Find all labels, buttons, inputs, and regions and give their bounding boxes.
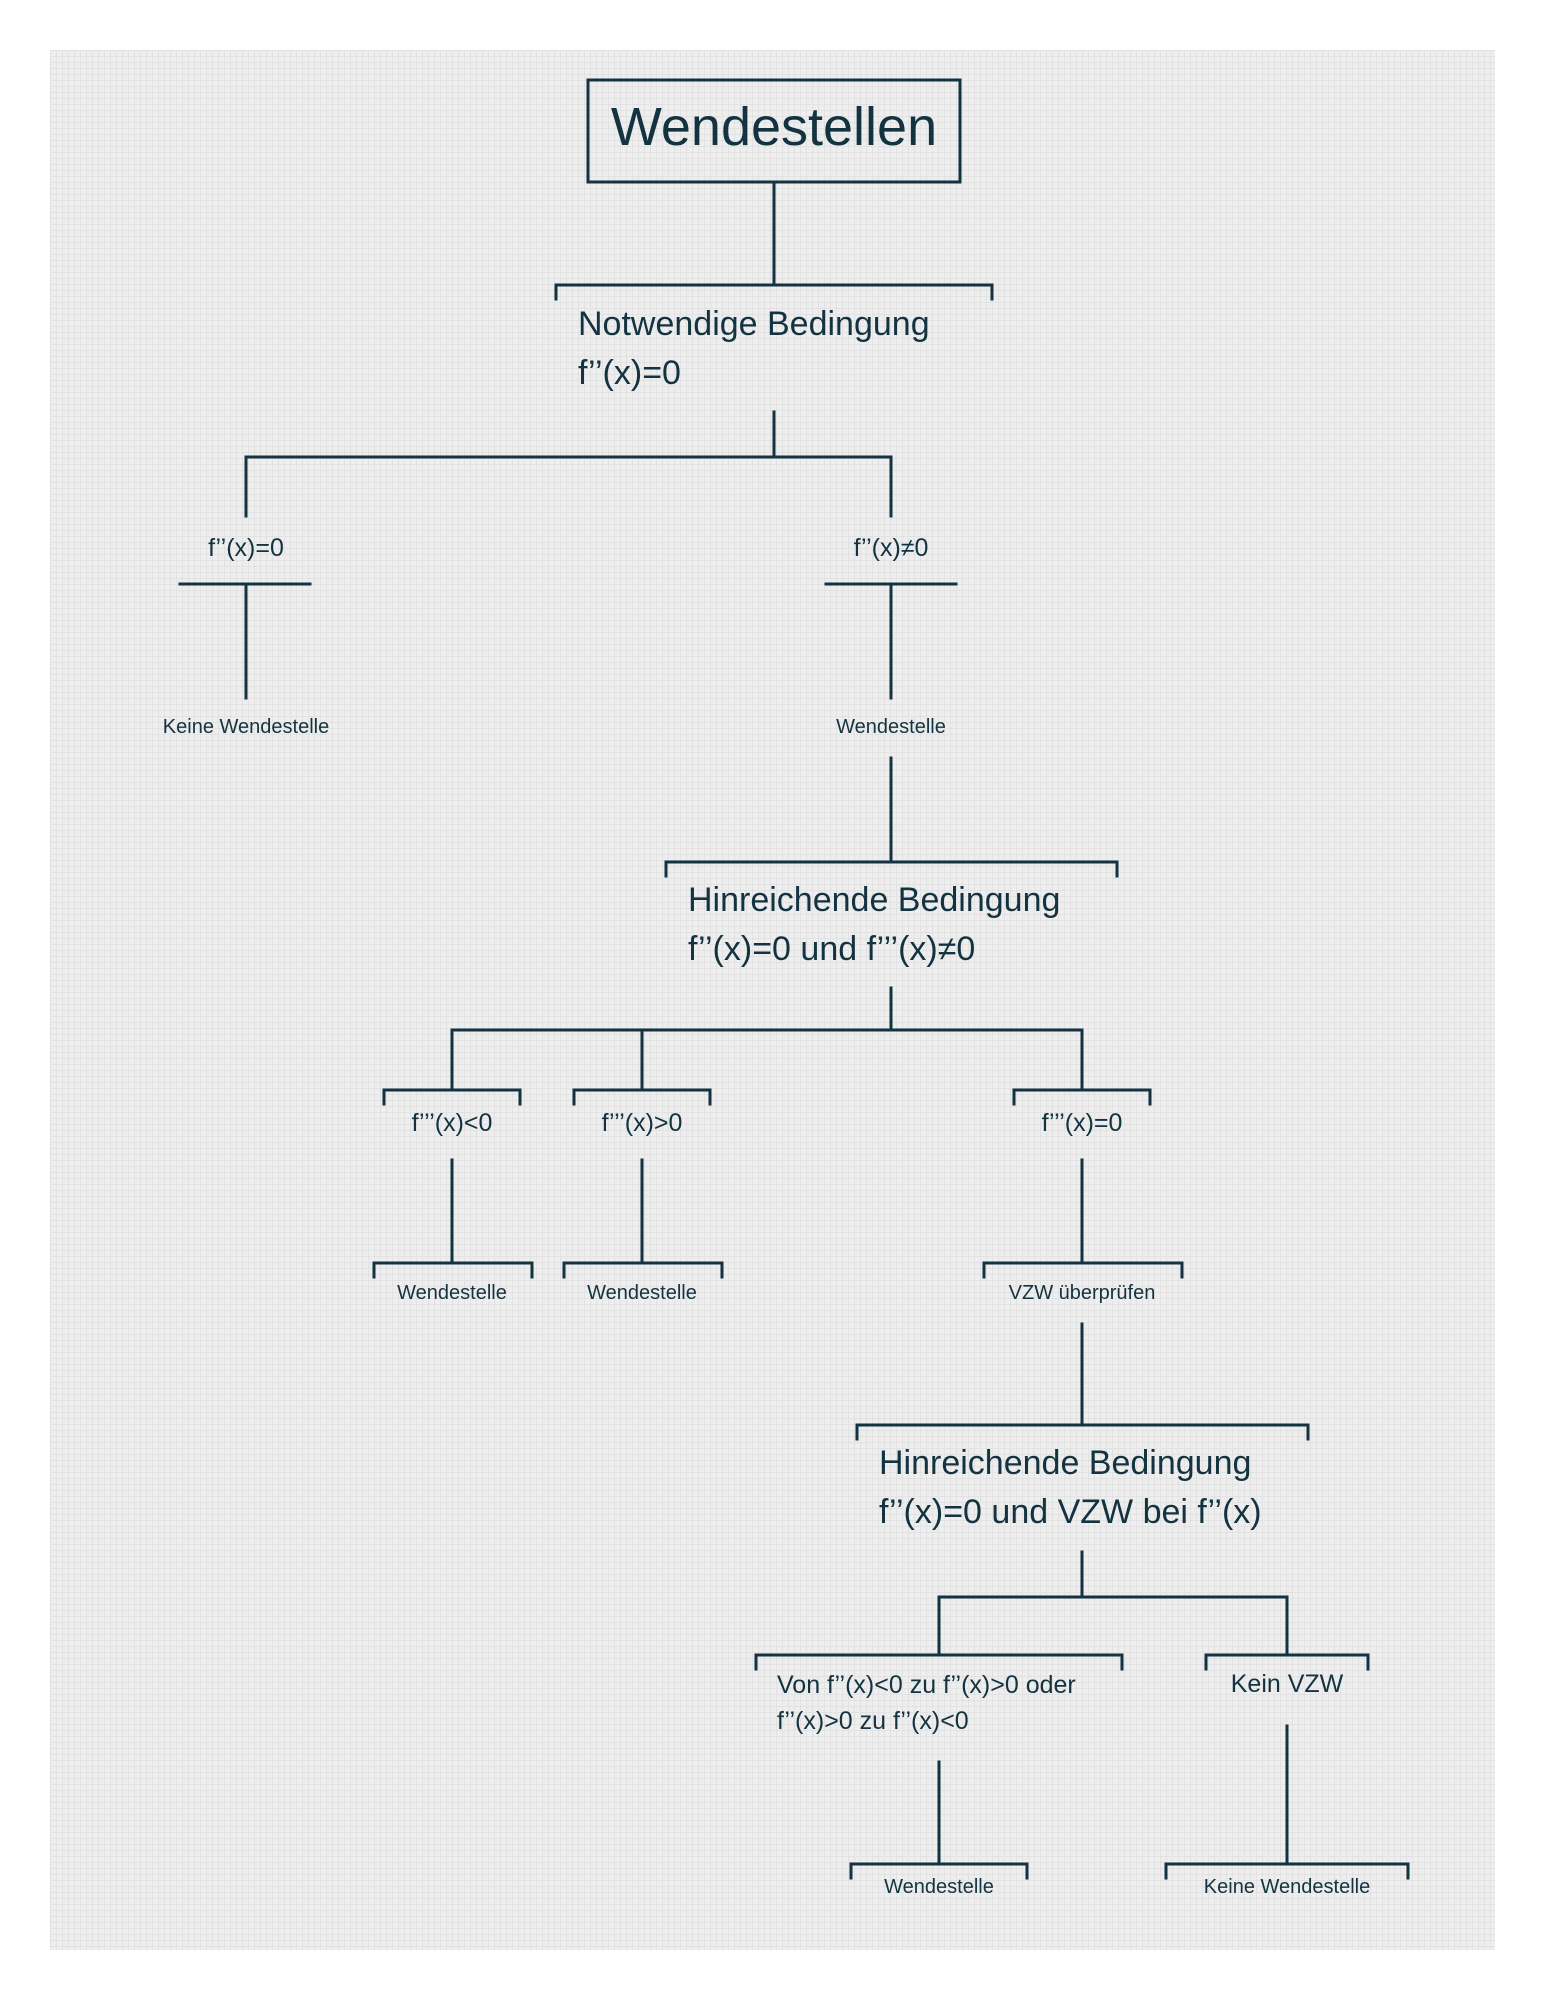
case-a-result: Wendestelle [397,1282,507,1304]
hinreichend1-formula: f’’(x)=0 und f’’’(x)≠0 [688,930,976,968]
diagram-title: Wendestellen [610,97,938,157]
vzw-left-line2: f’’(x)>0 zu f’’(x)<0 [777,1707,969,1735]
case-left-label: f’’(x)=0 [208,534,284,562]
case-b-label: f’’’(x)>0 [601,1109,683,1137]
vzw-right-label: Kein VZW [1230,1670,1344,1698]
case-c-label: f’’’(x)=0 [1041,1109,1123,1137]
case-c-result: VZW überprüfen [1008,1282,1156,1304]
case-right-label: f’’(x)≠0 [853,534,929,562]
case-b-result: Wendestelle [587,1282,697,1304]
hinreichend2-heading: Hinreichende Bedingung [879,1444,1252,1482]
notwendige-heading: Notwendige Bedingung [578,305,930,343]
notwendige-formula: f’’(x)=0 [578,354,681,392]
hinreichend1-heading: Hinreichende Bedingung [688,881,1061,919]
case-left-result: Keine Wendestelle [162,716,330,738]
hinreichend2-formula: f’’(x)=0 und VZW bei f’’(x) [879,1493,1262,1531]
vzw-left-result: Wendestelle [884,1876,994,1898]
case-a-label: f’’’(x)<0 [411,1109,493,1137]
vzw-right-result: Keine Wendestelle [1203,1876,1371,1898]
grid-paper-background [50,50,1495,1950]
vzw-left-line1: Von f’’(x)<0 zu f’’(x)>0 oder [777,1671,1076,1699]
case-right-result: Wendestelle [836,716,946,738]
